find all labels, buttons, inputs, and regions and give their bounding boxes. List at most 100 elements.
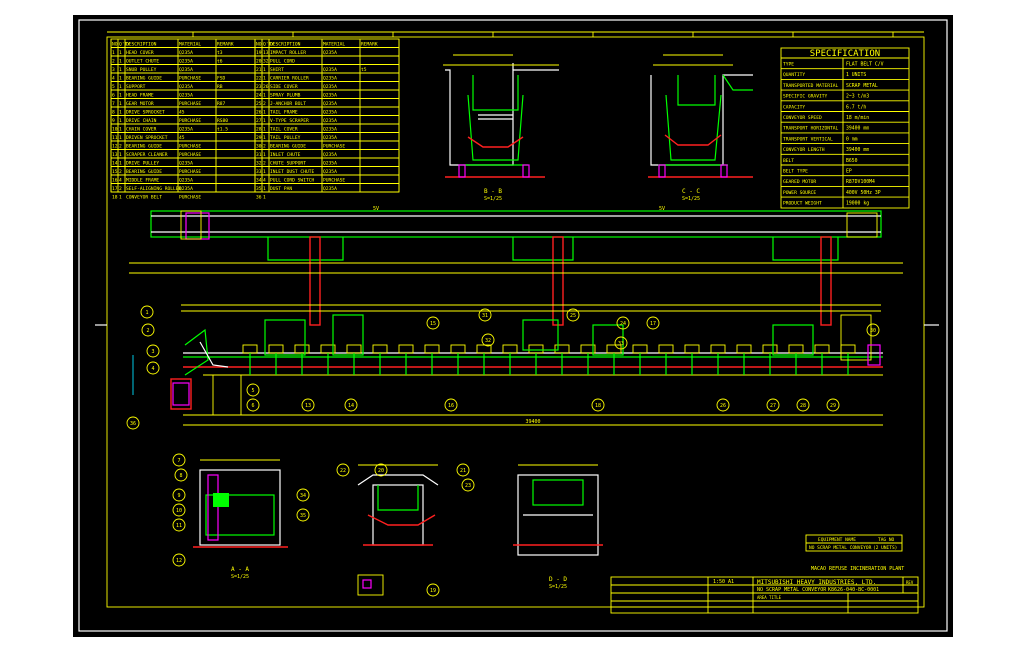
balloon-circle [141, 323, 155, 337]
parts-cell: 2 [112, 59, 115, 65]
carrier-roller [450, 344, 466, 354]
parts-cell: 1 [119, 127, 122, 133]
balloon-number: 11 [176, 523, 182, 529]
balloon-circle [796, 398, 810, 412]
plan-view: 5V 5V [129, 206, 903, 326]
parts-cell: BEARING GUIDE [270, 144, 306, 150]
parts-cell: 34 [256, 178, 262, 184]
parts-header-cell: Q'TY [263, 42, 274, 48]
balloon-number: 33 [618, 341, 624, 347]
parts-cell: PULL CORD [270, 59, 295, 65]
spec-key: QUANTITY [783, 72, 805, 78]
parts-cell: DRIVE CHAIN [126, 118, 157, 124]
parts-cell: 1 [119, 93, 122, 99]
spec-value: SCRAP METAL [846, 83, 878, 89]
parts-cell: 4 [112, 76, 115, 82]
parts-cell: IMPACT ROLLER [270, 50, 306, 56]
parts-cell: DRIVE SPROCKET [126, 110, 165, 116]
parts-cell: 5 [112, 84, 115, 90]
carrier-roller [346, 344, 362, 354]
title-scale: 1:50 A1 [713, 579, 734, 585]
parts-cell: Q235A [323, 118, 337, 124]
balloon-circle [174, 468, 188, 482]
balloon-circle [374, 463, 388, 477]
parts-cell: 1 [263, 76, 266, 82]
parts-cell: PURCHASE [179, 169, 201, 175]
carrier-roller [710, 344, 726, 354]
spec-value: 19000 kg [846, 201, 869, 207]
spec-value: 400V 50Hz 3P [846, 190, 881, 196]
parts-cell: 1 [112, 50, 115, 56]
parts-header-cell: Q'TY [119, 42, 130, 48]
balloon-number: 7 [177, 458, 180, 464]
parts-cell: 1 [263, 186, 266, 192]
title-drawing-title: NO SCRAP METAL CONVEYOR [757, 587, 827, 593]
spec-value: 6.7 t/h [846, 104, 866, 110]
balloon-number: 21 [460, 468, 466, 474]
parts-cell: Q235A [323, 101, 337, 107]
balloon-circle [246, 398, 260, 412]
balloon-number: 2 [146, 328, 149, 334]
title-block: 1:50 A1 MITSUBISHI HEAVY INDUSTRIES, LTD… [610, 576, 919, 614]
parts-cell: 31 [256, 152, 262, 158]
parts-cell: SNUB PULLEY [126, 67, 157, 73]
parts-cell: 25 [256, 101, 262, 107]
balloon-number: 30 [870, 328, 876, 334]
parts-cell: 4 [263, 178, 266, 184]
parts-cell: SHIRT [270, 67, 284, 73]
balloon-number: 20 [378, 468, 384, 474]
parts-cell: 2 [263, 144, 266, 150]
balloon-circle [716, 398, 730, 412]
parts-cell: GEAR MOTOR [126, 101, 154, 107]
title-rev: REV [906, 580, 914, 585]
parts-cell: 28 [256, 127, 262, 133]
carrier-roller [424, 344, 440, 354]
parts-cell: 45 [179, 110, 185, 116]
parts-cell: TAIL PULLEY [270, 135, 301, 141]
balloon-number: 5 [251, 388, 254, 394]
spec-key: CONVEYOR LENGTH [783, 147, 825, 153]
spec-key: GEARED MOTOR [783, 179, 816, 185]
parts-cell: 24 [256, 93, 262, 99]
spec-value: EP [846, 169, 852, 175]
carrier-roller [736, 344, 752, 354]
sheet-inner-border [106, 36, 925, 608]
parts-cell: 13 [263, 50, 269, 56]
balloon-number: 1 [145, 310, 148, 316]
elevation-main-dim: 39400 [525, 419, 540, 425]
parts-cell: 12 [112, 144, 118, 150]
balloon-circle [426, 316, 440, 330]
parts-cell: SELF-ALIGNING ROLLER [126, 186, 182, 192]
parts-cell: 4 [119, 178, 122, 184]
spec-value: 39400 mm [846, 147, 869, 153]
parts-cell: 1 [119, 152, 122, 158]
parts-cell: 1 [263, 93, 266, 99]
parts-cell: PURCHASE [179, 76, 201, 82]
balloon-number: 25 [570, 313, 576, 319]
spec-value: 39400 mm [846, 126, 869, 132]
parts-cell: Q235A [179, 67, 193, 73]
balloon-circle [172, 553, 186, 567]
parts-cell: 1 [119, 67, 122, 73]
parts-header-cell: DESCRIPTION [126, 42, 157, 48]
carrier-roller [398, 344, 414, 354]
balloon-circle [336, 463, 350, 477]
equipment-item: NO SCRAP METAL CONVEYOR [809, 545, 872, 551]
section-d-label: D - D [549, 576, 567, 583]
parts-cell: 1 [263, 135, 266, 141]
spec-key: POWER SOURCE [783, 190, 816, 196]
balloon-number: 17 [650, 321, 656, 327]
parts-cell: HEAD FRAME [126, 93, 154, 99]
parts-cell: 1 [263, 127, 266, 133]
balloon-circle [146, 344, 160, 358]
parts-cell: Q235A [323, 152, 337, 158]
parts-cell: 2 [263, 101, 266, 107]
parts-cell: Q235A [179, 84, 193, 90]
parts-cell: DUST PAN [270, 186, 292, 192]
carrier-roller [762, 344, 778, 354]
balloon-number: 26 [720, 403, 726, 409]
